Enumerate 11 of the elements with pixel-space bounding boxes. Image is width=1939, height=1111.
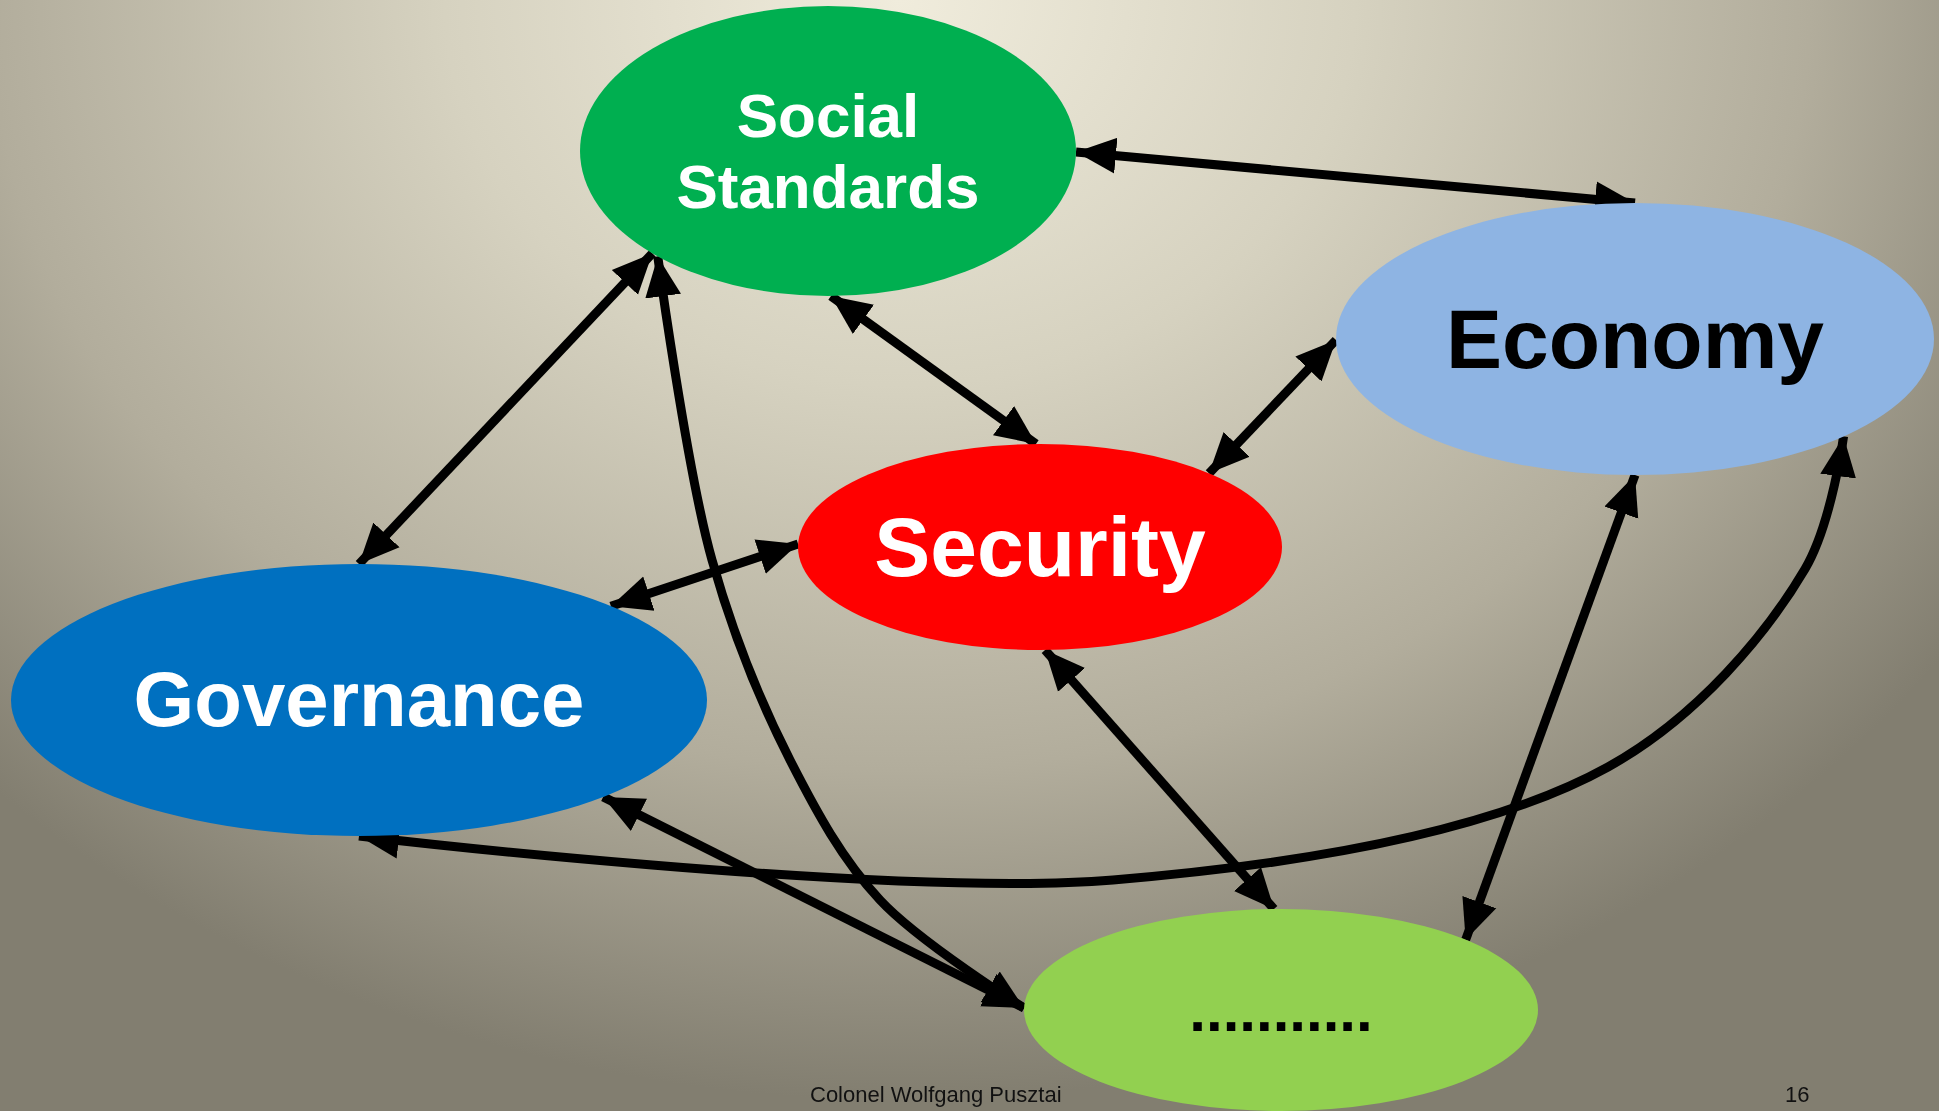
- node-label: Social Standards: [675, 79, 981, 223]
- double-arrow: [358, 435, 1856, 888]
- node-label: Governance: [133, 655, 585, 745]
- page-number: 16: [1785, 1082, 1810, 1108]
- node-label: ...........: [1189, 975, 1373, 1045]
- node-label: Economy: [1445, 290, 1825, 388]
- footer-text: Colonel Wolfgang Pusztai: [810, 1082, 1062, 1108]
- double-arrow: [1041, 647, 1278, 912]
- double-arrow: [1461, 473, 1640, 942]
- double-arrow: [609, 539, 800, 611]
- node-label: Security: [874, 498, 1206, 596]
